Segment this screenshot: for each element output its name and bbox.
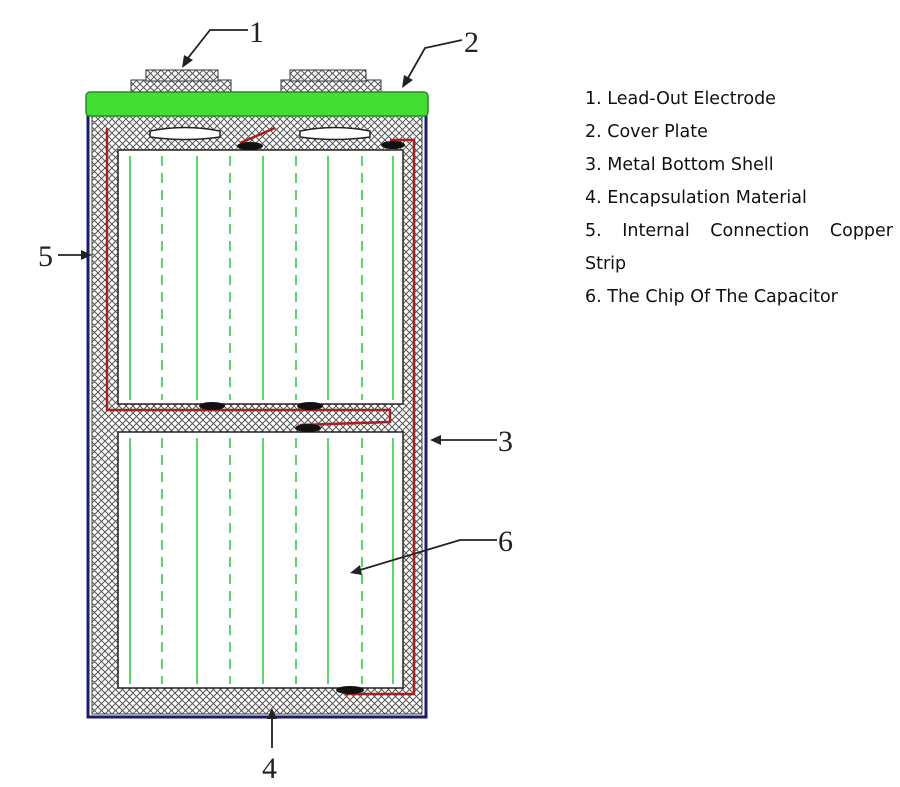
- legend-item-5: 5. Internal Connection Copper: [585, 221, 893, 241]
- top-contact-pads: [149, 126, 371, 141]
- pad-right: [299, 126, 371, 141]
- electrode-left-base: [130, 79, 232, 94]
- legend-item-2: 2. Cover Plate: [585, 122, 708, 142]
- capacitor-chip-lower: [117, 431, 404, 689]
- legend-item-5-continuation: Strip: [585, 254, 627, 274]
- callout-2: 2: [464, 26, 479, 59]
- pad-left: [149, 126, 221, 141]
- callout-6: 6: [498, 525, 513, 558]
- legend-item-4: 4. Encapsulation Material: [585, 188, 807, 208]
- legend-item-1: 1. Lead-Out Electrode: [585, 89, 776, 109]
- leader-lines: [58, 29, 497, 748]
- internal-connection-copper-strip: [105, 126, 416, 696]
- callout-5: 5: [38, 240, 53, 273]
- legend: 1. Lead-Out Electrode 2. Cover Plate 3. …: [585, 83, 893, 314]
- callout-4: 4: [262, 752, 277, 785]
- legend-item-3: 3. Metal Bottom Shell: [585, 155, 774, 175]
- electrode-right-base: [280, 79, 382, 94]
- electrode-left-top: [145, 69, 219, 82]
- lead-out-electrodes: [130, 69, 382, 94]
- electrode-right-top: [289, 69, 367, 82]
- capacitor-chip-upper: [117, 149, 404, 405]
- callout-1: 1: [249, 16, 264, 49]
- cover-plate: [85, 91, 429, 117]
- callout-3: 3: [498, 425, 513, 458]
- legend-item-6: 6. The Chip Of The Capacitor: [585, 287, 838, 307]
